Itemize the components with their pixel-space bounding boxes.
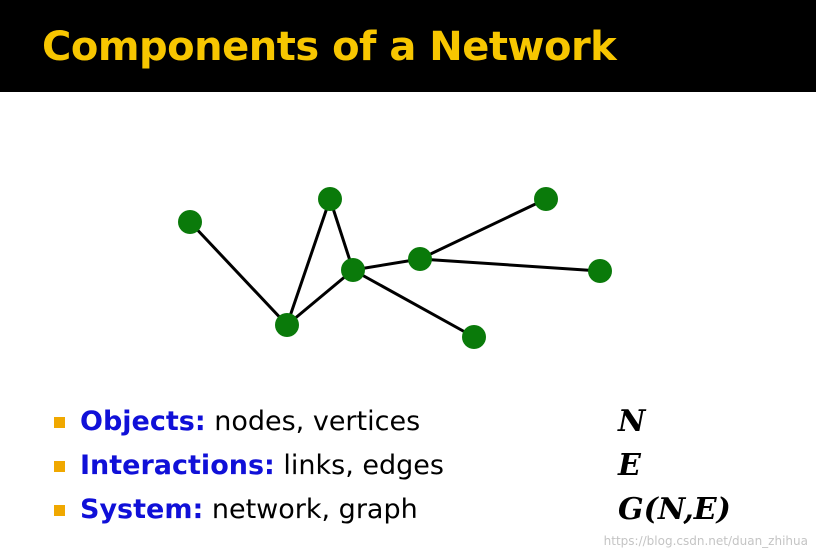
bullet-term: Objects: — [80, 406, 206, 437]
slide-title: Components of a Network — [42, 24, 617, 70]
graph-node-n8 — [462, 325, 486, 349]
bullet-item-interactions: Interactions: links, edges E — [54, 444, 794, 488]
bullet-list: Objects: nodes, vertices N Interactions:… — [54, 400, 794, 532]
graph-edge-n4-n8 — [351, 268, 476, 339]
graph-edge-n1-n3 — [188, 220, 289, 327]
graph-edge-n5-n7 — [418, 257, 602, 273]
graph-node-n2 — [318, 187, 342, 211]
graph-edge-n5-n6 — [418, 197, 548, 261]
bullet-square-icon — [54, 461, 65, 472]
graph-edge-n3-n4 — [285, 268, 355, 327]
bullet-text: Interactions: links, edges — [80, 444, 444, 488]
graph-node-n1 — [178, 210, 202, 234]
bullet-description: nodes, vertices — [205, 406, 421, 437]
bullet-symbol: G(N,E) — [618, 492, 731, 527]
bullet-item-objects: Objects: nodes, vertices N — [54, 400, 794, 444]
graph-edge-n3-n2 — [285, 197, 332, 327]
bullet-term: System: — [80, 494, 204, 525]
bullet-description: links, edges — [274, 450, 444, 481]
bullet-square-icon — [54, 417, 65, 428]
edge-layer — [188, 197, 602, 339]
bullet-text: Objects: nodes, vertices — [80, 400, 420, 444]
title-bar: Components of a Network — [0, 0, 816, 92]
bullet-square-icon — [54, 505, 65, 516]
graph-node-n4 — [341, 258, 365, 282]
bullet-description: network, graph — [203, 494, 418, 525]
bullet-symbol: E — [618, 448, 641, 483]
graph-node-n7 — [588, 259, 612, 283]
bullet-item-system: System: network, graph G(N,E) — [54, 488, 794, 532]
graph-node-n6 — [534, 187, 558, 211]
graph-edge-n2-n4 — [328, 197, 355, 272]
watermark: https://blog.csdn.net/duan_zhihua — [603, 534, 808, 548]
bullet-term: Interactions: — [80, 450, 275, 481]
graph-node-n3 — [275, 313, 299, 337]
graph-node-n5 — [408, 247, 432, 271]
node-layer — [178, 187, 612, 349]
bullet-symbol: N — [618, 404, 646, 439]
bullet-text: System: network, graph — [80, 488, 418, 532]
